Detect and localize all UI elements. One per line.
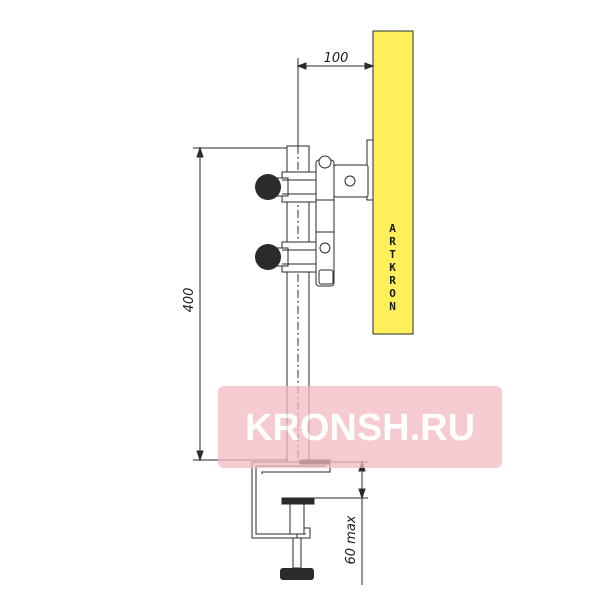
plate-brand: A R T K R O N [389,222,397,313]
desk-clamp [251,459,331,569]
plate-letter-5: R [389,274,397,287]
plate-letter-2: R [389,235,397,248]
upper-knob [255,174,281,200]
plate-letter-4: K [389,261,397,274]
upper-collar [275,171,317,203]
plate-letter-3: T [389,248,397,261]
offset-dimension [296,58,375,150]
clamp-handle [280,568,314,580]
lower-knob [255,244,281,270]
lower-collar [275,241,317,273]
hinge-assembly [315,155,369,287]
height-label: 400 [182,288,197,313]
plate-letter-7: N [389,300,397,313]
plate-letter-1: A [389,222,397,235]
plate-letter-6: O [389,287,397,300]
watermark: KRONSH.RU [218,386,502,468]
clamp-label: 60 max [344,515,359,564]
clamp-dimension [310,460,368,585]
monitor-plate [372,30,414,335]
offset-label: 100 [324,51,349,66]
watermark-text: KRONSH.RU [245,407,475,449]
